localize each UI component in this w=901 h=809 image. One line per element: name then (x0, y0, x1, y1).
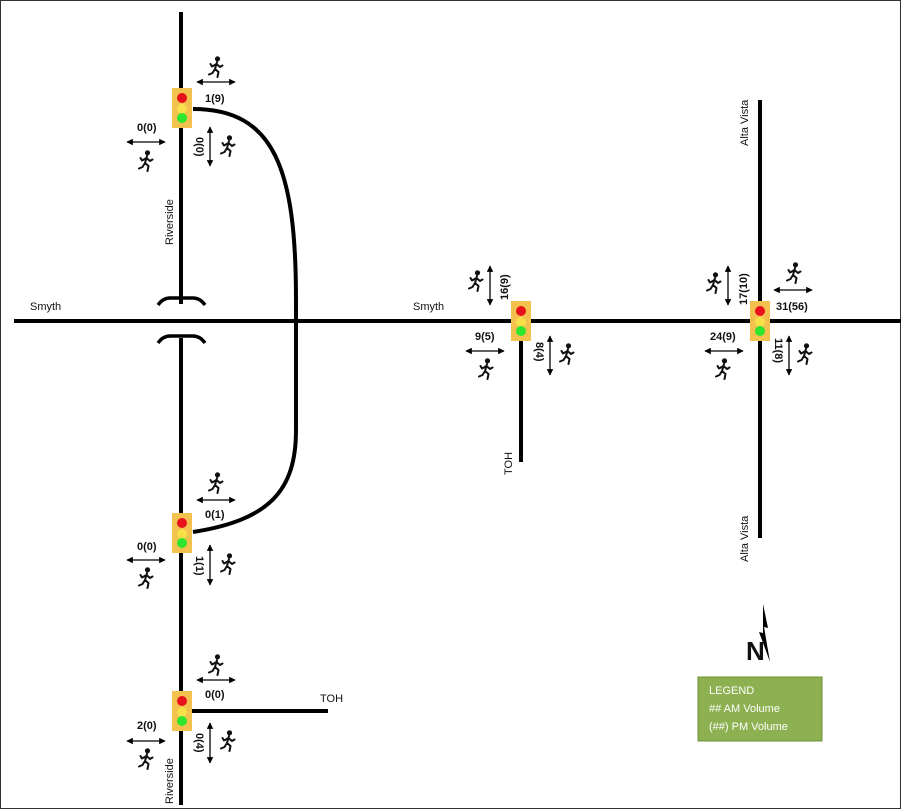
street-label-riverside-north: Riverside (164, 199, 176, 245)
volume-label: 1(9) (205, 93, 225, 105)
intersection-smyth-alta-vista: 17(10) 31(56) 24(9) 11(8) (704, 262, 813, 380)
volume-label: 0(4) (193, 733, 205, 753)
traffic-signal-icon (172, 691, 192, 731)
pedestrian-icon (468, 270, 484, 292)
volume-label: 8(4) (533, 342, 545, 362)
street-label-riverside-south: Riverside (164, 758, 176, 804)
volume-label: 0(0) (137, 541, 157, 553)
legend-box (697, 676, 823, 742)
pedestrian-icon (797, 343, 813, 365)
bridge-top-bracket (156, 296, 207, 307)
traffic-signal-icon (511, 301, 531, 341)
pedestrian-icon (706, 272, 722, 294)
intersection-riverside-south: 0(0) 2(0) 0(4) (126, 654, 236, 770)
intersection-riverside-mid: 0(1) 0(0) 1(1) (126, 472, 236, 589)
volume-label: 0(0) (137, 122, 157, 134)
volume-label: 0(1) (205, 509, 225, 521)
legend-title: LEGEND (709, 685, 754, 697)
traffic-signal-icon (172, 88, 192, 128)
pedestrian-icon (220, 730, 236, 752)
volume-label: 0(0) (205, 689, 225, 701)
legend: LEGEND ## AM Volume (##) PM Volume (697, 676, 823, 742)
pedestrian-icon (715, 358, 731, 380)
pedestrian-icon (786, 262, 802, 284)
volume-label: 11(8) (772, 338, 784, 363)
pedestrian-icon (138, 748, 154, 770)
volume-label: 24(9) (710, 331, 736, 343)
volume-label: 2(0) (137, 720, 157, 732)
north-arrow-icon: N (746, 604, 770, 666)
intersection-smyth-toh: 16(9) 9(5) 8(4) (465, 265, 575, 380)
street-label-smyth-west: Smyth (30, 301, 61, 313)
street-label-alta-vista-south: Alta Vista (739, 515, 751, 562)
pedestrian-icon (478, 358, 494, 380)
pedestrian-icon (220, 135, 236, 157)
traffic-signal-icon (172, 513, 192, 553)
bridge-bottom-bracket (156, 334, 207, 345)
volume-label: 1(1) (193, 556, 205, 576)
pedestrian-icon (208, 654, 224, 676)
pedestrian-icon (559, 343, 575, 365)
volume-label: 31(56) (776, 301, 808, 313)
pedestrian-icon (138, 567, 154, 589)
street-label-toh-south: TOH (320, 693, 343, 705)
volume-label: 16(9) (499, 274, 511, 300)
traffic-signal-icon (750, 301, 770, 341)
legend-pm: (##) PM Volume (709, 721, 788, 733)
pedestrian-icon (208, 472, 224, 494)
pedestrian-icon (220, 553, 236, 575)
ramp-loop-road (192, 107, 298, 534)
volume-label: 17(10) (738, 273, 750, 305)
volume-label: 9(5) (475, 331, 495, 343)
intersection-riverside-north: 1(9) 0(0) 0(0) (126, 56, 236, 172)
volume-label: 0(0) (193, 137, 205, 157)
street-label-smyth-mid: Smyth (413, 301, 444, 313)
legend-am: ## AM Volume (709, 703, 780, 715)
pedestrian-icon (208, 56, 224, 78)
north-label: N (746, 636, 765, 666)
street-label-alta-vista-north: Alta Vista (739, 99, 751, 146)
pedestrian-icon (138, 150, 154, 172)
street-label-toh-central: TOH (503, 452, 515, 475)
